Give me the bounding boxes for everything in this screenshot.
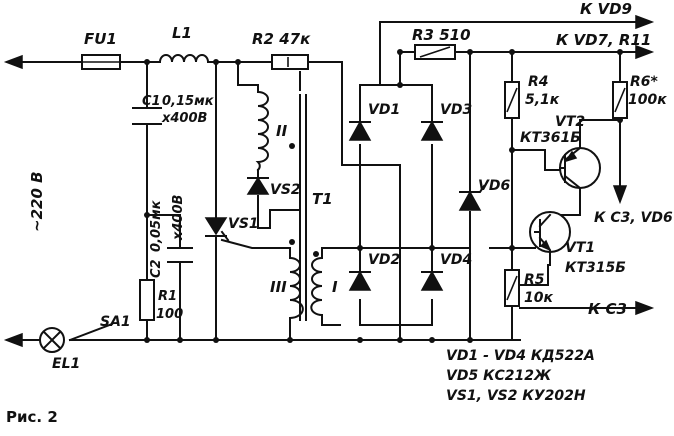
r4-ref-label: R4 — [528, 74, 549, 90]
winding-iii-label: III — [270, 278, 287, 296]
resistor-r6 — [612, 81, 628, 119]
arrow-to-vd7-r11 — [635, 44, 655, 60]
diode-vd3 — [420, 120, 444, 141]
diode-vd4 — [420, 270, 444, 291]
c2-voltage-label: x400В — [171, 194, 186, 241]
vt1-type-label: КТ315Б — [565, 260, 626, 276]
vt1-ref-label: VT1 — [565, 240, 595, 256]
resistor-r3 — [414, 44, 456, 60]
r1-value-label: 100 — [156, 307, 183, 322]
wiring — [17, 21, 641, 341]
mains-arrow-top — [3, 54, 23, 70]
parts-list-line-2: VD5 КС212Ж — [446, 368, 552, 384]
winding-iii-start-dot — [289, 239, 295, 245]
fu1-label: FU1 — [84, 30, 117, 48]
arrow-to-c3 — [635, 300, 655, 316]
capacitor-c2 — [167, 247, 193, 263]
winding-ii — [255, 90, 269, 172]
capacitor-c1 — [132, 107, 162, 125]
transistor-vt2 — [559, 134, 601, 203]
resistor-r5 — [504, 269, 520, 307]
labels: FU1 L1 R2 47к R3 510 К VD9 К VD7, R11 C1… — [6, 0, 673, 426]
arrow-to-c3-vd6 — [612, 185, 628, 205]
t1-label: T1 — [312, 190, 333, 208]
resistor-r2 — [271, 54, 309, 70]
mains-voltage-label: ~220 В — [28, 171, 46, 232]
winding-i — [310, 256, 324, 317]
c2-value-label: 0,05мк — [149, 199, 164, 252]
c2-ref-label: C2 — [149, 259, 164, 278]
vd4-label: VD4 — [440, 252, 472, 268]
r1-ref-label: R1 — [158, 289, 177, 304]
zener-vd6 — [458, 184, 486, 211]
vd6-label: VD6 — [478, 178, 510, 194]
resistor-r4 — [504, 81, 520, 119]
winding-ii-start-dot — [289, 143, 295, 149]
lamp-el1 — [17, 327, 65, 353]
c1-value-label: 0,15мк — [162, 94, 215, 109]
vd2-label: VD2 — [368, 252, 400, 268]
r2-label: R2 47к — [252, 30, 311, 48]
vs2-label: VS2 — [270, 182, 301, 198]
winding-i-label: I — [332, 278, 338, 296]
connection-arrows — [3, 14, 655, 348]
switch-sa1 — [68, 322, 114, 342]
to-c3-vd6-label: К С3, VD6 — [594, 210, 673, 226]
sa1-label: SA1 — [100, 314, 131, 330]
winding-iii — [288, 256, 304, 320]
to-vd7-r11-label: К VD7, R11 — [556, 31, 651, 49]
parts-list-line-3: VS1, VS2 КУ202Н — [446, 388, 586, 404]
r5-value-label: 10к — [524, 290, 553, 306]
parts-list-line-1: VD1 - VD4 КД522А — [446, 348, 595, 364]
diode-vd1 — [348, 120, 372, 141]
vs1-label: VS1 — [228, 216, 259, 232]
r6-ref-label: R6* — [630, 74, 659, 90]
el1-label: EL1 — [52, 356, 80, 372]
arrow-to-vd9 — [635, 14, 655, 30]
l1-label: L1 — [172, 24, 192, 42]
transistor-vt1 — [529, 211, 571, 266]
to-c3-label: К С3 — [588, 300, 627, 318]
r4-value-label: 5,1к — [525, 92, 560, 108]
c1-ref-label: C1 — [142, 94, 161, 109]
resistor-r1 — [139, 279, 155, 321]
thyristor-vs1 — [204, 217, 230, 242]
transformer-core — [299, 94, 307, 321]
to-vd9-label: К VD9 — [580, 0, 632, 18]
winding-ii-label: II — [276, 122, 288, 140]
thyristor-vs2 — [246, 176, 270, 195]
vt2-type-label: КТ361Б — [520, 130, 581, 146]
inductor-l1 — [158, 54, 210, 64]
vt2-ref-label: VT2 — [555, 114, 585, 130]
c1-voltage-label: x400В — [161, 111, 208, 126]
vd1-label: VD1 — [368, 102, 400, 118]
vd3-label: VD3 — [440, 102, 472, 118]
r3-label: R3 510 — [412, 26, 471, 44]
fuse-fu1 — [81, 54, 121, 70]
diode-vd2 — [348, 270, 372, 291]
r6-value-label: 100к — [628, 92, 667, 108]
junction-dots — [144, 49, 623, 343]
r5-ref-label: R5 — [524, 272, 545, 288]
winding-i-start-dot — [313, 251, 319, 257]
figure-caption: Рис. 2 — [6, 408, 58, 426]
